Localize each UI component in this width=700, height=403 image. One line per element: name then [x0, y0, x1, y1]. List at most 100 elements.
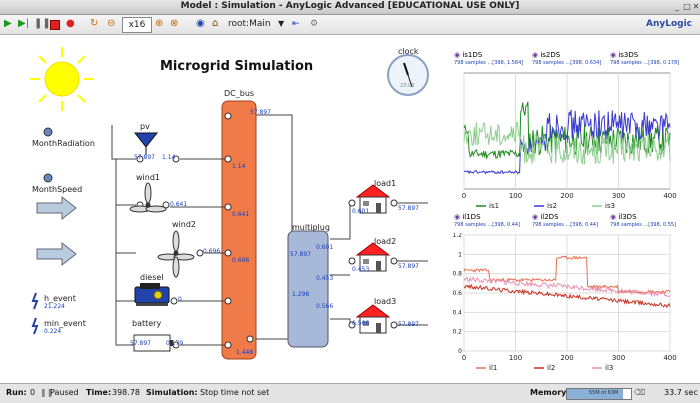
simulation-label: Simulation:	[146, 388, 198, 397]
elapsed-seconds: 33.7 sec	[664, 388, 698, 397]
memory-bar: 55M of 63M	[566, 388, 632, 400]
chevron-down-icon[interactable]: ▼	[278, 19, 285, 28]
wind2-i-value: 0.696	[203, 248, 221, 255]
multiplug-label: multiplug	[292, 223, 330, 232]
time-value: 398.78	[112, 388, 140, 397]
ds-name: il2DS	[540, 213, 559, 221]
battery-label: battery	[132, 319, 162, 328]
clock-icon	[387, 54, 429, 96]
bus-value-4: 0.696	[232, 257, 250, 264]
model-diagram	[30, 47, 429, 360]
anylogic-logo: AnyLogic	[646, 19, 693, 29]
min-event-value: 0.224	[44, 328, 62, 335]
month-radiation-label: MonthRadiation	[32, 139, 95, 148]
pv-panel-icon[interactable]	[133, 132, 159, 155]
multiplug-out-1: 0.601	[316, 244, 334, 251]
run-value: 0	[30, 388, 36, 397]
root-selector[interactable]: root:Main	[228, 19, 271, 29]
event-icon	[31, 292, 39, 310]
ds-item[interactable]: ◉ is1DS	[454, 51, 482, 59]
close-icon[interactable]: ✕	[692, 2, 700, 11]
multiplug-out-2: 0.453	[316, 275, 334, 282]
ds-name: is1DS	[462, 51, 483, 59]
run-icon[interactable]: ▶	[4, 18, 12, 29]
refresh-icon[interactable]: ↻	[90, 18, 99, 29]
real-time-icon[interactable]: ⊗	[170, 18, 179, 29]
parameter-icon	[43, 173, 53, 183]
ds-item[interactable]: ◉ is3DS	[610, 51, 638, 59]
speed-field[interactable]: x16	[122, 17, 152, 33]
load3-label: load3	[374, 297, 397, 306]
multiplug-block[interactable]	[287, 230, 329, 348]
experiment-icon[interactable]: ⚙	[310, 19, 319, 29]
model-canvas: Microgrid Simulation clock 23:03 DC_bus …	[0, 35, 700, 383]
x-tick-label: 100	[509, 354, 522, 362]
slow-down-icon[interactable]: ⊖	[107, 18, 116, 29]
ds-item[interactable]: ◉ il2DS	[532, 213, 559, 221]
memory-value: 55M of 63M	[589, 390, 619, 396]
ds-info: 798 samples ...[398, 1.584]	[454, 60, 524, 66]
stop-icon	[50, 20, 60, 30]
y-tick-label: 0.2	[452, 329, 462, 336]
ds-info: 798 samples ...[398, 0.634]	[532, 60, 602, 66]
ds-info: 798 samples ...[398, 0.44]	[532, 222, 599, 228]
pv-u-value: 57.897	[134, 154, 155, 161]
run-label: Run:	[6, 388, 27, 397]
battery-i-value: 0.179	[166, 340, 184, 347]
top-plot-panel: ◉ is1DS 798 samples ...[398, 1.584] ◉ is…	[452, 51, 696, 211]
x-tick-label: 400	[663, 354, 676, 362]
y-tick-label: 1.2	[452, 233, 462, 239]
x-tick-label: 300	[612, 354, 625, 362]
gc-icon[interactable]: ⌫	[634, 388, 646, 397]
bus-value-3: 0.641	[232, 211, 250, 218]
house-icon[interactable]	[355, 242, 391, 272]
battery-u-value: 57.897	[130, 340, 151, 347]
diesel-label: diesel	[140, 273, 164, 282]
series-line-is3	[463, 121, 671, 166]
ds-info: 798 samples ...[398, 0.178]	[610, 60, 680, 66]
legend-entry: il3	[605, 364, 613, 372]
wind-turbine-icon[interactable]	[157, 230, 195, 278]
ds-item[interactable]: ◉ is2DS	[532, 51, 560, 59]
pause-icon[interactable]: ❚❚	[34, 18, 51, 29]
wind-turbine-icon[interactable]	[129, 182, 167, 213]
navigate-icon[interactable]: ◉	[196, 18, 205, 29]
x-tick-label: 0	[462, 192, 466, 200]
model-title: Microgrid Simulation	[160, 59, 314, 74]
step-icon[interactable]: ▶|	[18, 18, 30, 29]
diesel-i-value: 0	[178, 296, 182, 303]
diesel-generator-icon[interactable]	[134, 283, 170, 306]
ds-item[interactable]: ◉ il3DS	[610, 213, 637, 221]
multiplug-i-value: 1.298	[292, 291, 310, 298]
dataset-icon: ◉	[610, 51, 617, 59]
ds-item[interactable]: ◉ il1DS	[454, 213, 481, 221]
maximize-icon[interactable]: □	[683, 2, 691, 11]
minimize-icon[interactable]: _	[675, 2, 679, 11]
bus-value-2: 1.14	[232, 163, 246, 170]
y-tick-label: 0.4	[452, 309, 462, 316]
ds-name: is3DS	[618, 51, 639, 59]
paused-icon: ❚❚	[40, 388, 54, 397]
legend-entry: is1	[489, 202, 499, 210]
stop-record-icon[interactable]: ●	[66, 18, 75, 29]
y-tick-label: 0.6	[452, 290, 462, 297]
legend-entry: il1	[489, 364, 497, 372]
speed-up-icon[interactable]: ⊕	[155, 18, 164, 29]
legend-entry: is2	[547, 202, 557, 210]
memory-label: Memory:	[530, 388, 570, 397]
y-tick-label: 1	[458, 251, 462, 258]
battery-icon[interactable]	[133, 334, 173, 352]
window-title: Model : Simulation - AnyLogic Advanced […	[180, 1, 520, 11]
house-icon[interactable]	[355, 304, 391, 334]
window-titlebar: Model : Simulation - AnyLogic Advanced […	[0, 0, 700, 15]
dc-bus-block[interactable]	[221, 100, 257, 360]
stop-button[interactable]	[50, 17, 60, 31]
load1-v-value: 57.897	[398, 205, 419, 212]
wind1-label: wind1	[136, 173, 161, 182]
dataset-icon: ◉	[532, 213, 539, 221]
back-icon[interactable]: ⇤	[292, 19, 300, 29]
home-icon[interactable]: ⌂	[212, 18, 219, 29]
ds-name: il1DS	[462, 213, 481, 221]
house-icon[interactable]	[355, 184, 391, 214]
